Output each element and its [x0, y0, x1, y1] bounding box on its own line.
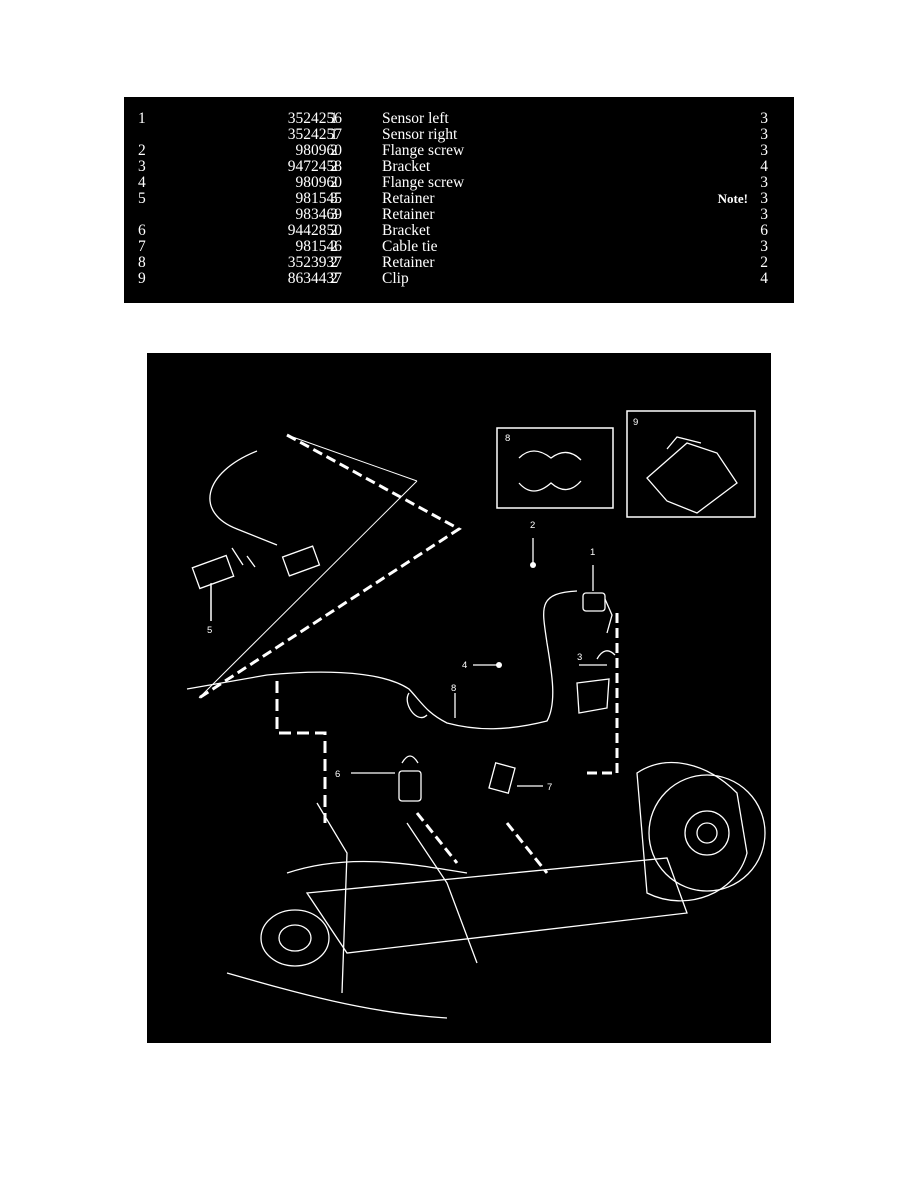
abs-sensor-diagram: 1 2 3 4 5 6 7 8 8 9	[147, 353, 771, 1043]
part-number: 8634437	[287, 270, 342, 287]
part-number: 9442850	[287, 222, 342, 239]
description: Retainer	[382, 190, 435, 207]
reference-number: 3	[760, 174, 768, 191]
description: Retainer	[382, 254, 435, 271]
quantity: 3	[330, 206, 338, 223]
description: Flange screw	[382, 174, 465, 191]
reference-number: 3	[760, 238, 768, 255]
item-number: 3	[138, 158, 146, 175]
part-number: 9472458	[287, 158, 342, 175]
quantity: 2	[330, 158, 338, 175]
item-number: 8	[138, 254, 146, 271]
quantity: 1	[330, 110, 338, 127]
quantity: 2	[330, 270, 338, 287]
quantity: 2	[330, 142, 338, 159]
reference-number: 2	[760, 254, 768, 271]
item-number: 2	[138, 142, 146, 159]
quantity: 2	[330, 238, 338, 255]
callout-3: 3	[577, 652, 582, 663]
description: Sensor left	[382, 110, 449, 127]
item-number: 5	[138, 190, 146, 207]
description: Sensor right	[382, 126, 458, 143]
quantity: 2	[330, 174, 338, 191]
description: Clip	[382, 270, 409, 287]
description: Cable tie	[382, 238, 438, 255]
description: Flange screw	[382, 142, 465, 159]
callout-2: 2	[530, 520, 535, 531]
item-number: 6	[138, 222, 146, 239]
callout-7: 7	[547, 782, 552, 793]
part-number: 983469	[295, 206, 343, 223]
callout-5: 5	[207, 625, 212, 636]
item-number: 7	[138, 238, 146, 255]
callout-9-inset: 9	[633, 417, 638, 428]
part-number: 980960	[295, 142, 343, 159]
reference-number: 6	[760, 222, 768, 239]
description: Bracket	[382, 222, 431, 239]
reference-number: 3	[760, 126, 768, 143]
callout-1: 1	[590, 547, 595, 558]
reference-number: 4	[760, 158, 768, 175]
reference-number: 3	[760, 190, 768, 207]
description: Retainer	[382, 206, 435, 223]
callout-8-inset: 8	[505, 433, 510, 444]
part-number: 3523937	[287, 254, 342, 271]
part-number: 981546	[295, 238, 343, 255]
item-number: 4	[138, 174, 146, 191]
quantity: 2	[330, 254, 338, 271]
reference-number: 3	[760, 142, 768, 159]
callout-4: 4	[462, 660, 467, 671]
part-number: 3524257	[287, 126, 342, 143]
note-label: Note!	[717, 191, 748, 206]
description: Bracket	[382, 158, 431, 175]
item-number: 1	[138, 110, 146, 127]
callout-8: 8	[451, 683, 456, 694]
item-number: 9	[138, 270, 146, 287]
diagram-illustration: 1 2 3 4 5 6 7 8 8 9	[186, 410, 766, 1019]
reference-number: 3	[760, 110, 768, 127]
reference-number: 3	[760, 206, 768, 223]
callout-6: 6	[335, 769, 340, 780]
quantity: 2	[330, 222, 338, 239]
quantity: 3	[330, 190, 338, 207]
part-number: 981545	[295, 190, 343, 207]
part-number: 3524256	[287, 110, 342, 127]
quantity: 1	[330, 126, 338, 143]
part-number: 980960	[295, 174, 343, 191]
reference-number: 4	[760, 270, 768, 287]
